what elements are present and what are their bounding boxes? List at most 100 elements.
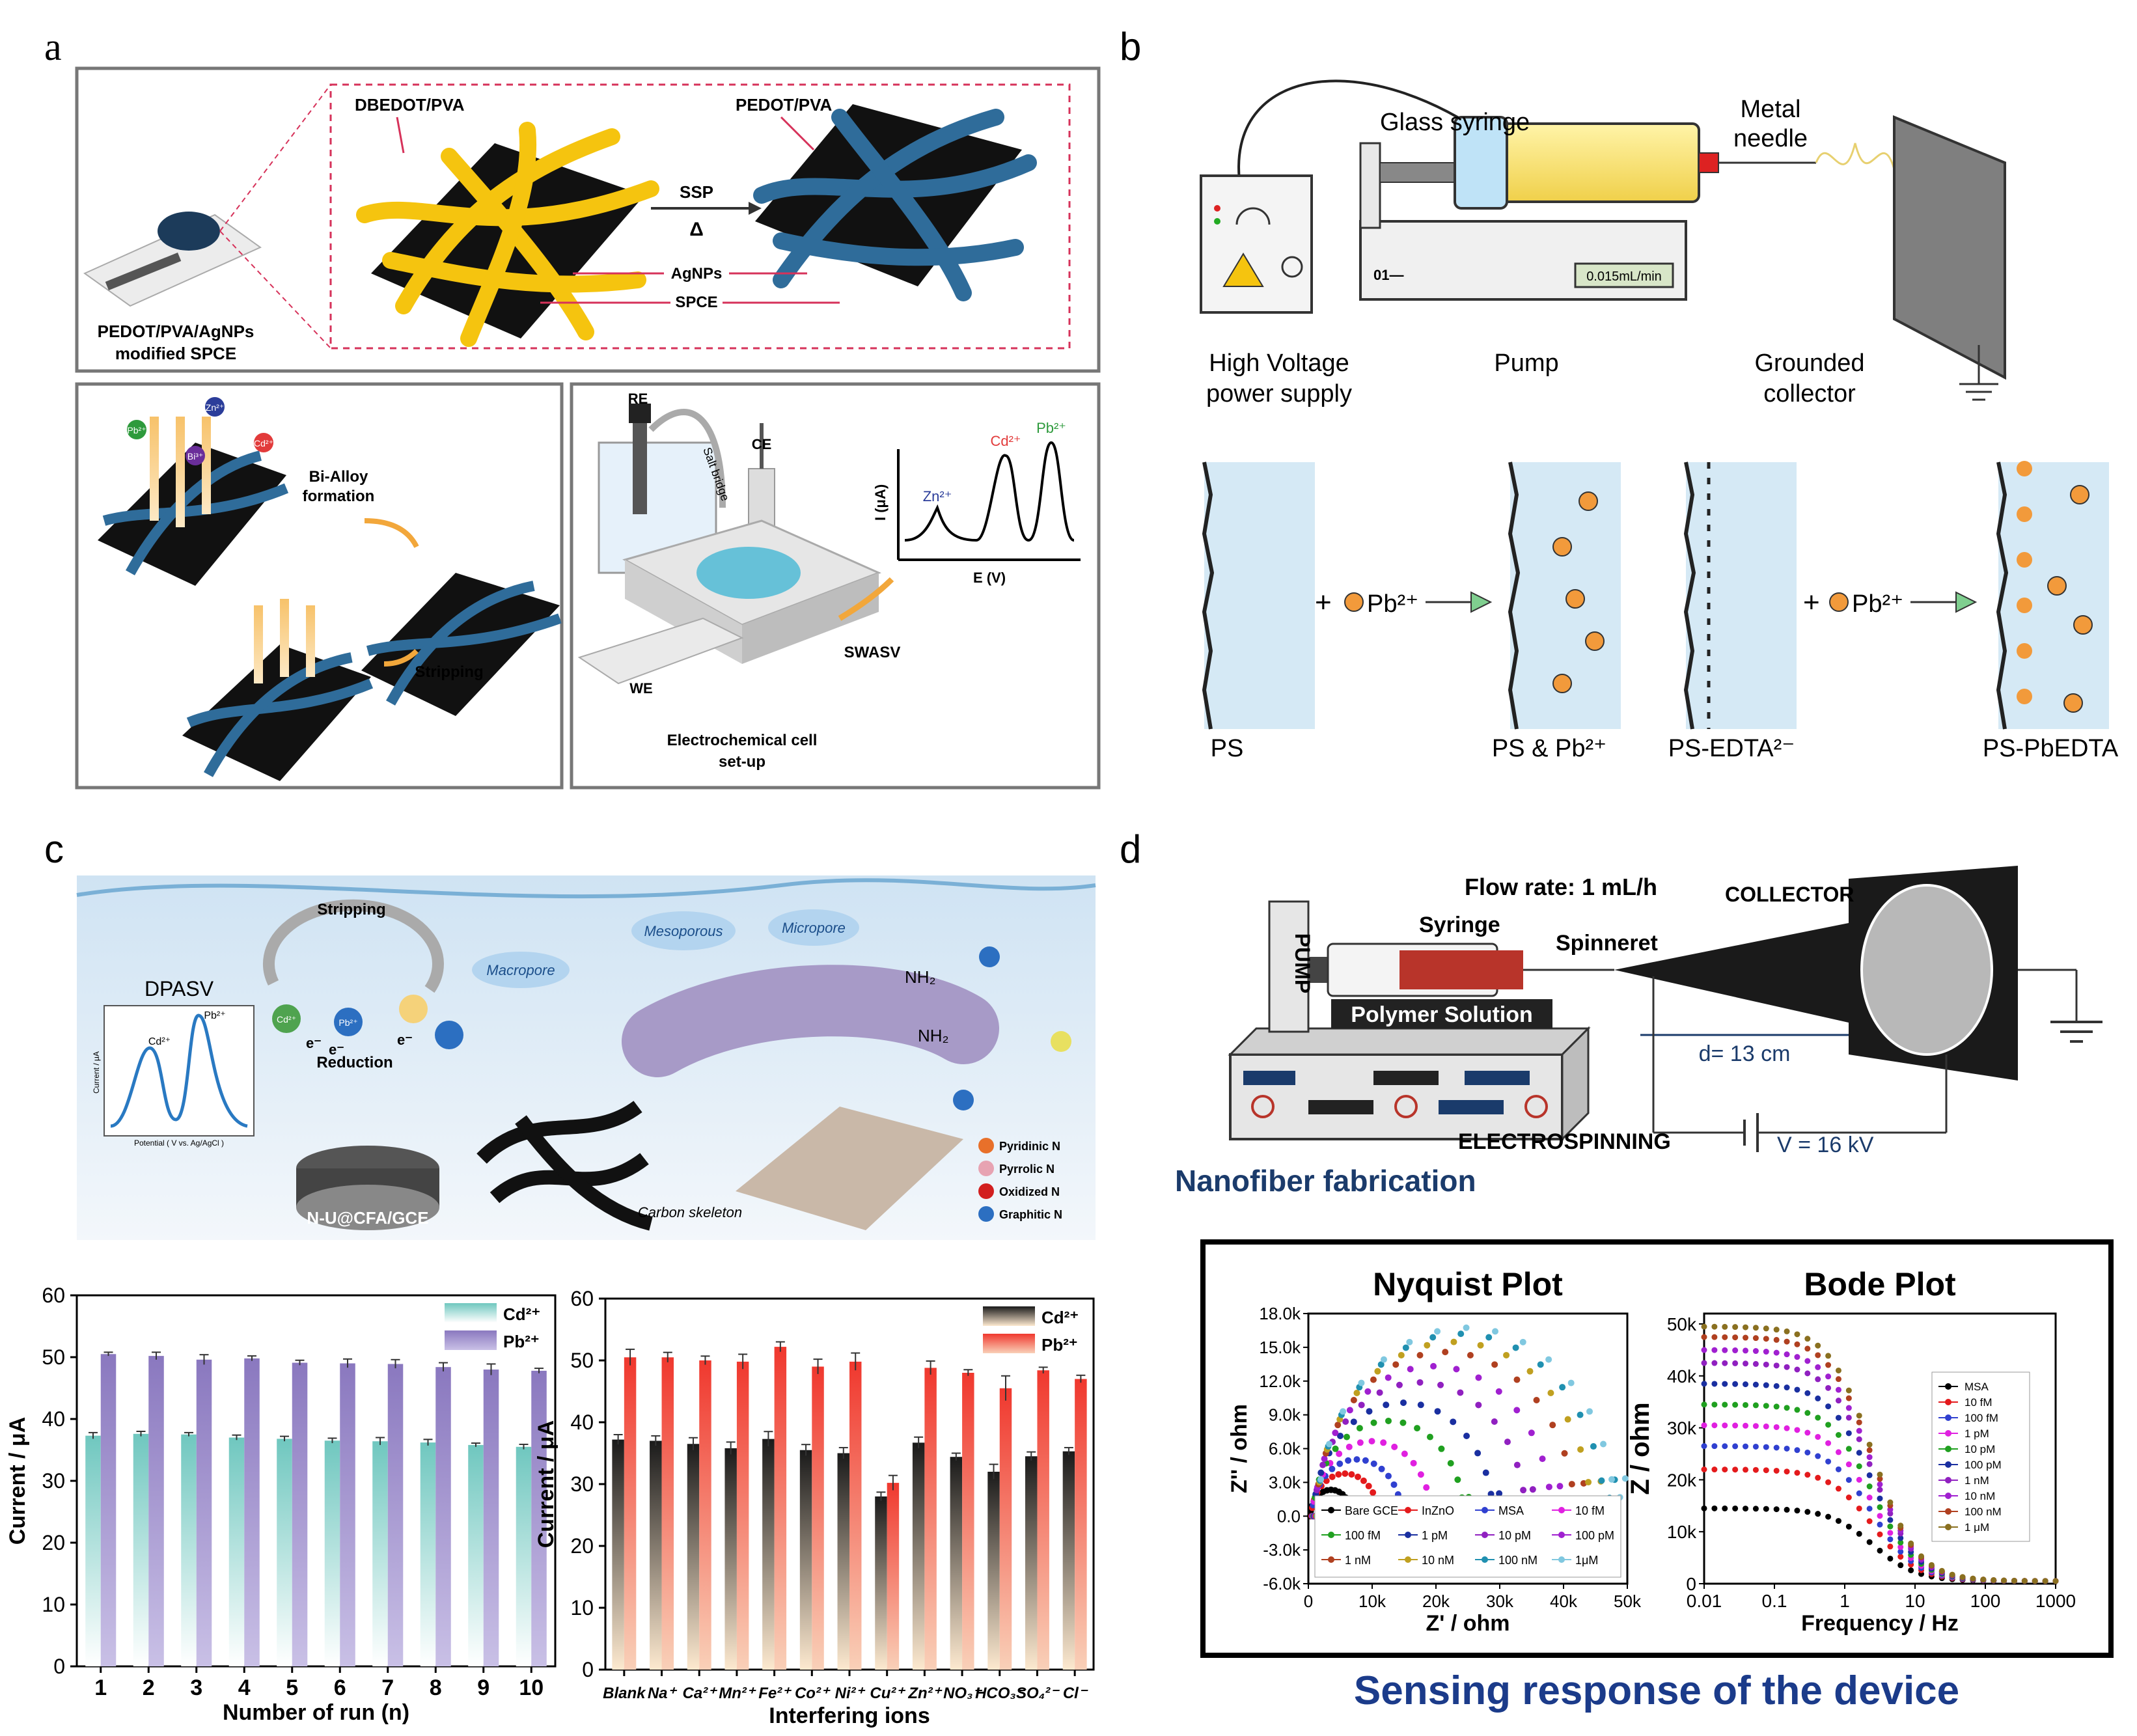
nyquist-point <box>1561 1450 1568 1457</box>
bode-point <box>2001 1577 2007 1584</box>
legend-marker <box>1945 1430 1951 1437</box>
legend-marker <box>1945 1414 1951 1421</box>
bode-point <box>1804 1410 1811 1416</box>
ion-pb-2: Pb²⁺ <box>1852 590 1903 618</box>
nyquist-point <box>1463 1433 1470 1440</box>
nyquist-point <box>1357 1439 1364 1446</box>
bode-point <box>1711 1467 1718 1473</box>
bode-point <box>1918 1553 1925 1560</box>
nyquist-title: Nyquist Plot <box>1373 1266 1563 1302</box>
bode-point <box>1804 1429 1811 1436</box>
nyquist-point <box>1385 1374 1392 1381</box>
swasv-xlabel: E (V) <box>973 570 1006 586</box>
legend-swatch <box>445 1330 497 1350</box>
bode-point <box>1887 1523 1894 1530</box>
bode-point <box>1825 1373 1832 1380</box>
nyquist-point <box>1414 1425 1421 1432</box>
nyquist-point <box>1423 1484 1430 1491</box>
bode-point <box>1856 1436 1862 1442</box>
nyquist-point <box>1545 1356 1552 1363</box>
bode-point <box>1804 1345 1811 1352</box>
nyquist-point <box>1475 1374 1482 1381</box>
bar-pb <box>661 1357 674 1670</box>
ion-cd: Cd²⁺ <box>254 438 273 448</box>
nyquist-point <box>1353 1456 1360 1463</box>
nyquist-point <box>1504 1439 1511 1446</box>
y-tick-label: 50 <box>570 1349 594 1372</box>
y-tick-label: 50 <box>42 1345 65 1369</box>
label-spce: SPCE <box>675 294 717 311</box>
y-tick-label: 3.0k <box>1269 1472 1301 1492</box>
legend-marker <box>1945 1493 1951 1499</box>
bode-point <box>1732 1422 1739 1429</box>
bode-point <box>1701 1334 1707 1340</box>
bode-point <box>1897 1535 1904 1541</box>
bode-point <box>1928 1562 1935 1568</box>
bode-point <box>1887 1543 1894 1550</box>
bode-point <box>1743 1506 1749 1512</box>
bode-point <box>1794 1508 1800 1514</box>
bar-pb <box>699 1360 711 1670</box>
bode-point <box>1732 1324 1739 1330</box>
nyquist-point <box>1533 1396 1540 1403</box>
x-tick-label: 0.1 <box>1762 1591 1787 1611</box>
y-axis-label: Current / μA <box>534 1420 558 1548</box>
bode-point <box>1784 1445 1790 1452</box>
caption-modified-spce-1: PEDOT/PVA/AgNPs <box>98 322 255 341</box>
nyquist-point <box>1429 1334 1437 1341</box>
x-tick-label: NO₃⁻ <box>943 1685 982 1702</box>
bode-point <box>1732 1443 1739 1450</box>
caption-modified-spce-2: modified SPCE <box>115 344 236 363</box>
nyquist-point <box>1577 1411 1584 1418</box>
label-metal-2: needle <box>1733 125 1808 152</box>
x-tick-label: 50k <box>1614 1591 1642 1611</box>
nyquist-point <box>1598 1477 1605 1484</box>
y-tick-label: 0.0 <box>1277 1506 1301 1526</box>
legend-marker <box>1945 1446 1951 1452</box>
bar-cd <box>837 1453 849 1670</box>
x-tick-label: 100 <box>1970 1591 2001 1611</box>
legend-marker <box>1405 1507 1411 1513</box>
nyquist-point <box>1344 1433 1351 1440</box>
bar-pb <box>624 1357 637 1670</box>
x-tick-label: 40k <box>1550 1591 1578 1611</box>
bode-point <box>1794 1470 1800 1476</box>
nyquist-point <box>1348 1471 1355 1478</box>
bar-pb <box>1037 1370 1049 1670</box>
bode-point <box>1866 1447 1873 1454</box>
nyquist-point <box>1385 1472 1392 1480</box>
nyquist-point <box>1365 1483 1372 1490</box>
x-axis-label: Number of run (n) <box>223 1700 409 1725</box>
bode-point <box>1773 1383 1780 1389</box>
label-spinneret: Spinneret <box>1556 931 1658 956</box>
nyquist-point <box>1559 1384 1566 1391</box>
bar-pb <box>999 1388 1012 1670</box>
nyquist-point <box>1396 1381 1403 1388</box>
x-tick-label: Fe²⁺ <box>758 1685 792 1702</box>
bode-point <box>1711 1323 1718 1330</box>
nyquist-point <box>1491 1418 1498 1425</box>
nyquist-point <box>1345 1457 1352 1464</box>
nyquist-point <box>1434 1408 1441 1415</box>
bode-point <box>1845 1430 1852 1437</box>
bode-point <box>1835 1518 1841 1524</box>
bode-point <box>1877 1547 1883 1554</box>
bode-point <box>1794 1366 1800 1373</box>
bode-point <box>1897 1549 1904 1555</box>
bode-point <box>1887 1530 1894 1536</box>
nyquist-point <box>1336 1450 1343 1457</box>
nyquist-point <box>1401 1450 1408 1457</box>
bode-point <box>1773 1336 1780 1343</box>
legend-marker <box>1405 1532 1411 1538</box>
nyquist-point <box>1528 1429 1535 1437</box>
nyquist-point <box>1336 1460 1344 1467</box>
mini-peak-cd: Cd²⁺ <box>148 1036 171 1047</box>
nyquist-point <box>1391 1443 1398 1450</box>
nyquist-point <box>1406 1338 1413 1345</box>
bode-point <box>1732 1360 1739 1366</box>
bode-point <box>1897 1522 1904 1529</box>
legend-marker <box>1945 1477 1951 1483</box>
pump-display: 0.015mL/min <box>1586 269 1662 284</box>
legend-label: 100 pM <box>1575 1529 1614 1542</box>
nyquist-point <box>1537 1361 1544 1368</box>
